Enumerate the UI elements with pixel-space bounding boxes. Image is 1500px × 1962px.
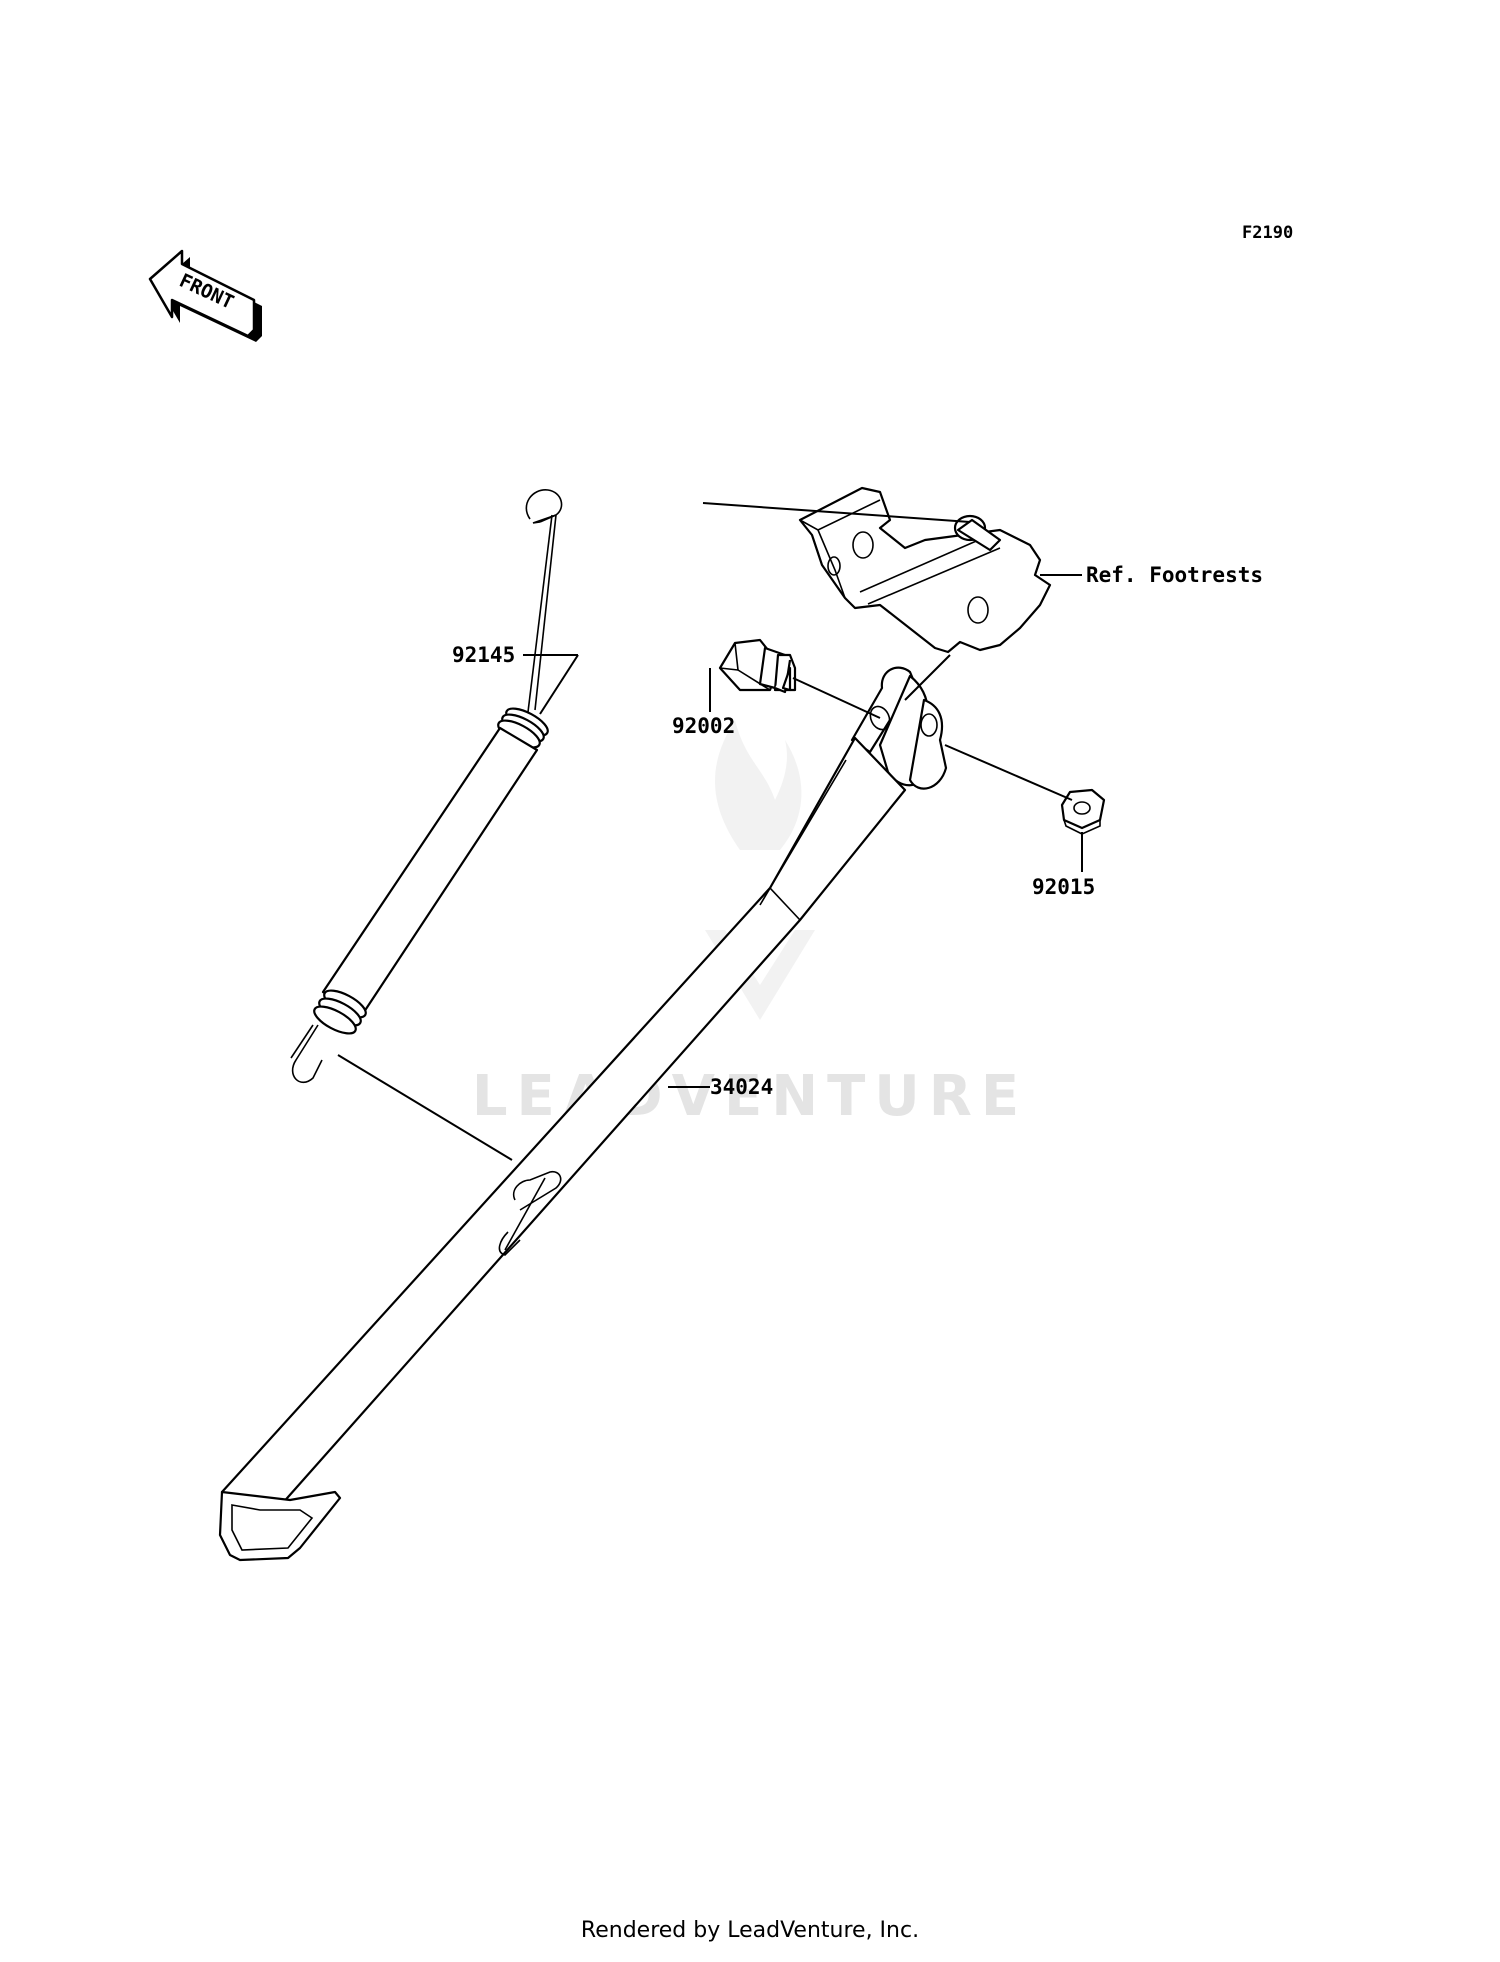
leader-92145-diag [539,654,579,715]
figure-code: F2190 [1242,223,1293,243]
callout-34024: 34024 [710,1075,773,1099]
leader-spring-top [702,502,971,523]
callout-92002: 92002 [672,714,735,738]
leader-nut-stand [944,744,1073,801]
callout-92015: 92015 [1032,875,1095,899]
leader-bracket-stand [904,654,951,701]
callout-92145: 92145 [452,643,515,667]
footer-credit: Rendered by LeadVenture, Inc. [580,1918,920,1943]
bolt-part [718,638,797,694]
spring-part [290,489,563,1084]
footrest-bracket-part [798,486,1052,654]
callout-ref-footrests: Ref. Footrests [1086,563,1263,587]
leader-spring-hook [337,1054,513,1161]
front-arrow-icon: FRONT [148,249,262,342]
nut-part [1060,788,1106,835]
side-stand-part [218,666,948,1562]
leader-bolt-stand [792,677,881,719]
